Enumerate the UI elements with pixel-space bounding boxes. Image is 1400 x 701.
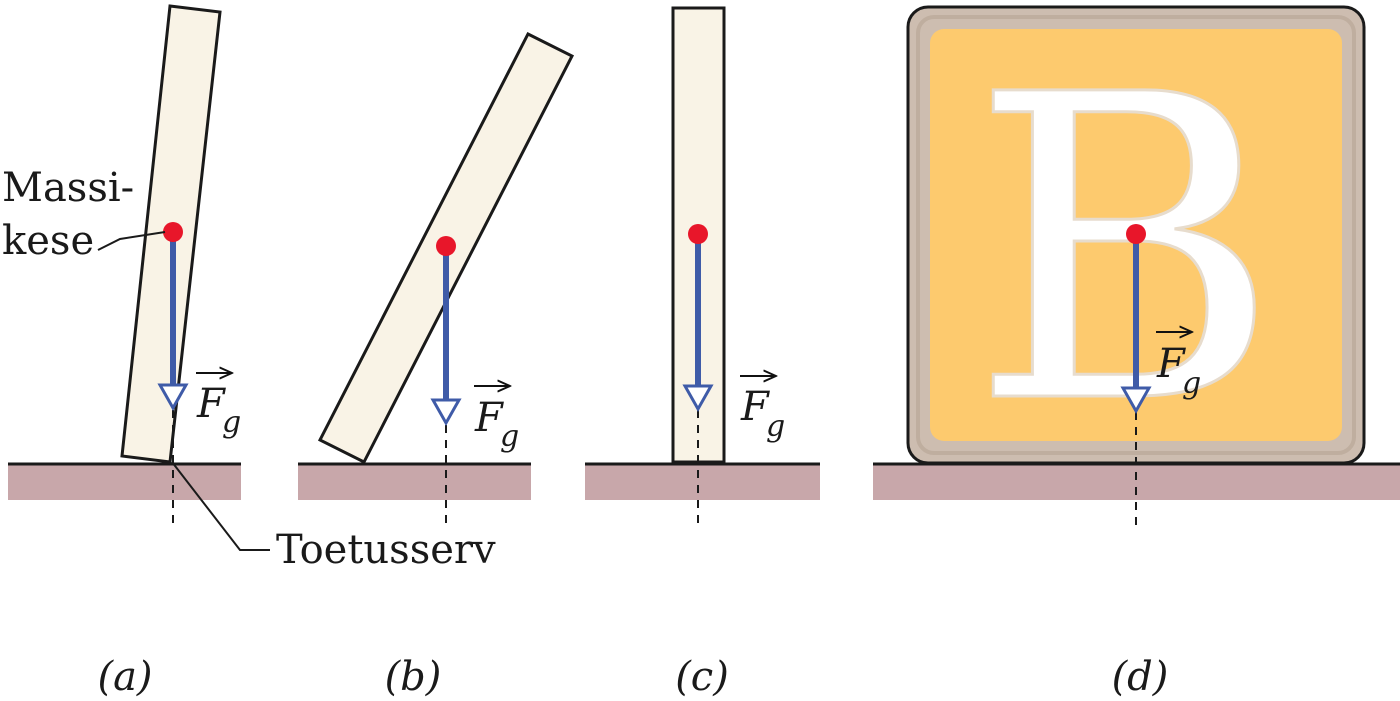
caption-panel-d: (d) [1112,654,1169,700]
svg-text:F: F [474,395,504,441]
force-label-b: F g [474,386,519,454]
force-label-c: F g [740,376,785,444]
block-letter-b: B [970,7,1280,496]
force-arrow-head-b [430,398,462,427]
panel-a: Massi- kese Toetusserv F g [2,4,496,573]
svg-text:F: F [740,384,770,430]
caption-panel-a: (a) [97,654,152,700]
force-arrow-head-c [682,384,714,413]
svg-text:g: g [766,409,785,444]
center-of-mass-dot-d [1126,224,1146,244]
caption-panel-b: (b) [385,654,442,700]
label-center-of-mass-line1: Massi- [2,165,134,211]
center-of-mass-dot-b [436,236,456,256]
center-of-mass-dot-c [688,224,708,244]
svg-text:g: g [500,419,519,454]
ground-a [8,465,241,500]
force-arrow-head-a [157,383,189,412]
svg-text:F: F [196,381,226,427]
force-label-a: F g [196,373,241,440]
ground-b [298,465,531,500]
block-frame-inner-ring [916,15,1356,455]
panel-c: F g [585,6,820,525]
svg-text:g: g [222,405,241,440]
panel-d: B F g [873,5,1400,525]
ground-c [585,465,820,500]
center-of-mass-dot-a [163,222,183,242]
label-support-edge: Toetusserv [276,527,496,573]
caption-panel-c: (c) [675,654,729,700]
leader-line-center-of-mass [97,231,166,251]
label-center-of-mass-line2: kese [2,218,94,264]
panel-b: F g [298,31,575,525]
force-label-d: F g [1156,332,1201,401]
svg-text:g: g [1182,366,1201,401]
force-arrow-head-d [1120,386,1152,415]
leader-line-support-edge [171,461,270,551]
svg-text:F: F [1156,341,1186,387]
